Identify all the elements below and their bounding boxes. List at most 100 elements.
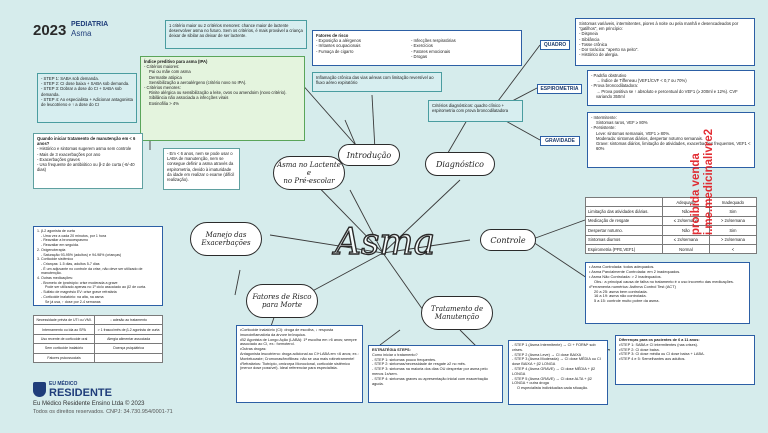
ipa-line: Rinite alérgica ou sensibilização a leit… [149, 90, 287, 96]
brand-top: EU MÉDICO [49, 381, 78, 387]
fatores-morte-table: Necessidade prévia de UTI ou VMI.↓ adesã… [32, 314, 163, 363]
grav-line: Grave: sintomas diários, limitação de at… [596, 141, 751, 152]
watermark: proibida venda i.me.medicinalivre2 [690, 55, 716, 235]
step-line: - STEP 3 (Asma Moderada) → CI dose MÉDIA… [512, 357, 601, 367]
table-cell: ↓ adesão ao tratamento [94, 314, 163, 326]
step-line: - STEP 4 (Asma GRAVE) → CI dose MÉDIA + … [512, 366, 596, 376]
fatores-item: - Fumaça de cigarro [316, 48, 354, 54]
table-cell: Espirometria (PFE,VEF1) [585, 243, 663, 255]
estrategia-box: ESTRATÉGIA STEPS: Como iniciar o tratame… [368, 345, 503, 403]
table-cell: ≤ 2x/semana [661, 234, 710, 245]
drogas-line: •Refratários: Tiotrópio, omizorpa Monocl… [240, 361, 351, 371]
lactente-diag-text: - Em < 6 anos, nem se pode usar o LABA d… [167, 151, 235, 183]
controle-note: 16 a 19: asma não controlada. [594, 293, 647, 299]
manejo-line: - Brometo de ipratrópio: crise moderada … [41, 280, 118, 285]
ipa-line: Sibilância não associada a infecções vir… [149, 95, 229, 101]
brand-name: RESIDENTE [49, 387, 112, 399]
quadro-line: - Tosse crônica [579, 41, 608, 47]
estrategia-title: ESTRATÉGIA STEPS: [372, 348, 411, 352]
table-cell: Necessidade prévia de UTI ou VMI. [32, 314, 96, 326]
gravidade-label: GRAVIDADE [540, 136, 580, 146]
manejo-line: Se já usa, ↑ dose por 2-4 semanas [45, 299, 101, 304]
fatores-item: - Exposição a alérgenos [316, 38, 361, 44]
controle-note: 20 a 25: asma bem controlada. [594, 288, 648, 294]
fatores-item: - Exercícios [411, 43, 433, 49]
table-cell: Despertar noturno. [585, 225, 663, 236]
estrategia-line: - STEP 1: sintomas pouco frequentes. [372, 357, 437, 362]
bubble-controle: Controle [480, 229, 536, 251]
espiro-line: - Padrão obstrutivo [591, 73, 627, 78]
quando-line: - Mais de 3 exacerbações por ano [37, 151, 101, 157]
quando-iniciar-title: Quando iniciar tratamento de manutenção … [37, 136, 136, 147]
steps-tratamento-box: - STEP 1 (Asma Intermitente) → CI + FORM… [508, 340, 608, 405]
drogas-line: •Outras drogas: [240, 347, 267, 352]
espiro-line: - Prova broncodilatadora: [591, 83, 639, 89]
header-title: Asma [71, 29, 92, 38]
quadro-line: - Histórico de alergia. [579, 52, 619, 58]
inflamacao-text: Inflamação crônica das vias aéreas com l… [316, 75, 434, 86]
bubble-tratamento-line: Manutenção [434, 313, 480, 321]
drogas-line: Antagonista leucotrieno: droga adicional… [240, 351, 359, 361]
table-row: Internamento ou ida ao SPA> 1 frasco/mês… [32, 324, 163, 335]
diferencas-line: •STEP 2: CI dose baixa. [619, 347, 660, 352]
footer-line2: Todos os direitos reservados. CNPJ: 34.7… [33, 409, 173, 415]
ipa-line: Eosinofilia > 4% [149, 100, 179, 106]
criterios-diag-text: Critérios diagnósticos: quadro clínico +… [432, 103, 509, 114]
table-row: Fatores psicossociais [32, 352, 163, 363]
manejo-line: - Uma vez a cada 20 minutos, por 1 hora [41, 233, 107, 238]
table-row: Necessidade prévia de UTI ou VMI.↓ adesã… [32, 314, 163, 326]
table-cell: Medicação de resgate [585, 215, 663, 227]
lactente-step: - STEP 3: Dobrar a dose do CI + SABA sob… [41, 86, 122, 97]
manejo-line: - É um adjuvante no controle da crise, n… [41, 266, 143, 276]
bubble-diagnostico-label: Diagnóstico [435, 159, 484, 169]
table-cell: Internamento ou ida ao SPA [32, 324, 96, 335]
grav-line: - Intermitente: [591, 115, 617, 120]
shield-icon [33, 381, 46, 397]
fatores-risco-title: Fatores de risco [316, 33, 349, 38]
quando-line: - Exacerbações graves [37, 156, 80, 162]
table-cell: Sim [708, 206, 758, 217]
quando-line: - Histórico e sintomas sugerem asma sem … [37, 146, 132, 152]
table-cell: > 1 frasco/mês de β-2 agonista de curta [94, 324, 163, 335]
diferencas-line: •STEP 4 e 5: Semelhantes aos adultos. [619, 357, 686, 362]
estrategia-line: - STEP 3: sintomas na maioria dos dias O… [372, 367, 488, 376]
bubble-manejo: Manejo das Exacerbações [190, 222, 262, 256]
table-cell: Alergia alimentar associada [94, 333, 163, 345]
manejo-line: Pode ser utilizado apenas no 1º ciclo as… [45, 285, 147, 290]
diferencas-title: Diferenças para os pacientes de 6 a 11 a… [619, 338, 700, 342]
header-year: 2023 [33, 22, 67, 39]
ipa-box: Índice preditivo para asma (IPA) - Crité… [140, 56, 305, 141]
table-cell: Sim [708, 225, 758, 236]
quadro-line: - Dor torácica: "aperto na peito". [579, 47, 639, 53]
table-cell: Sem corticoide inalatório [32, 343, 96, 354]
espirometria-label: ESPIROMETRIA [537, 84, 582, 94]
manejo-line: - Reavaliar em seguida. [41, 243, 79, 248]
drogas-box: •Corticoide inalatório (CI): droga de es… [236, 325, 363, 403]
estrategia-line: - STEP 2: sintomas/necessidade de resgat… [372, 362, 466, 367]
manejo-line: - Corticoide inalatório: na alta, na asm… [41, 294, 104, 299]
quadro-line: Sintomas variáveis, intermitentes, piore… [579, 21, 739, 32]
bubble-manejo-line: Manejo das [205, 231, 247, 239]
lactente-step: - STEP 1: SABA sob demanda. [41, 76, 99, 81]
bubble-diagnostico: Diagnóstico [425, 152, 495, 176]
lactente-step: - STEP 2: CI dose baixa + SABA sob deman… [41, 81, 130, 87]
espiro-line: → Prova positiva se ↑ absoluto e percent… [596, 88, 738, 99]
step-line: - STEP 5 (Asma GRAVE) → CI dose ALTA + β… [512, 376, 592, 386]
lactente-diag-box: - Em < 6 anos, nem se pode usar o LABA d… [163, 148, 240, 190]
bubble-fatores-line: para Morte [261, 301, 303, 309]
drogas-line: •Corticoide inalatório (CI): droga de es… [240, 328, 334, 337]
table-cell: > 2x/semana [708, 215, 758, 227]
estrategia-line: - STEP 4: sintomas graves ou apresentaçã… [372, 376, 489, 386]
bubble-lactente: Asma no Lactente e no Pré-escolar [273, 156, 345, 190]
center-title: Asma [334, 221, 436, 263]
gravidade-box: - Intermitente: Sintomas raros, VEF ≥ 80… [587, 112, 755, 168]
bubble-lactente-line: Asma no Lactente e [277, 161, 341, 177]
quando-iniciar-box: Quando iniciar tratamento de manutenção … [33, 133, 143, 189]
bubble-tratamento: Tratamento de Manutenção [421, 296, 493, 330]
grav-line: Moderada: sintomas diários, despertar no… [596, 135, 704, 141]
bubble-tratamento-line: Tratamento de [430, 305, 484, 313]
table-cell: Limitação das atividades diárias. [585, 206, 663, 217]
criterios-lactente-text: 1 critério maior ou 2 critérios menores:… [169, 23, 303, 39]
